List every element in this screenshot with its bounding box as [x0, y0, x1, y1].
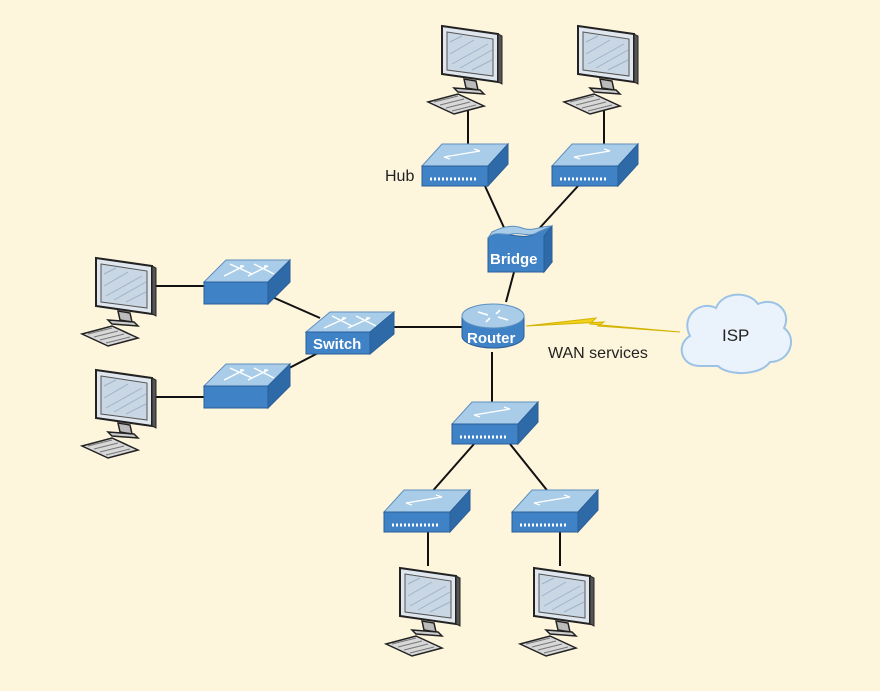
- hub-top-right[interactable]: [550, 142, 640, 188]
- isp-cloud[interactable]: ISP: [680, 293, 792, 374]
- link-switch-sw-top: [269, 295, 321, 319]
- router-icon: [461, 303, 525, 329]
- link-hub1-bridge: [484, 185, 507, 233]
- hub-bottom-right[interactable]: [510, 488, 600, 534]
- hub-label: Hub: [385, 168, 414, 185]
- link-bridge-router: [505, 271, 515, 303]
- hub-icon: [382, 488, 472, 534]
- network-links: [156, 110, 605, 566]
- switch-left-lower[interactable]: [203, 363, 291, 409]
- computer-bottom-right[interactable]: [519, 567, 595, 657]
- cloud-icon: [680, 293, 792, 374]
- switch-icon: [203, 259, 291, 305]
- wan-label: WAN services: [548, 345, 648, 362]
- link-hub2-bridge: [535, 185, 579, 233]
- computer-left-lower[interactable]: [81, 369, 157, 459]
- link-hub3-hub5: [509, 443, 551, 495]
- switch-icon: [203, 363, 291, 409]
- bridge-label: Bridge: [490, 251, 538, 268]
- switch-label: Switch: [313, 336, 361, 353]
- hub-icon: [450, 400, 540, 446]
- hub-icon: [420, 142, 510, 188]
- computer-left-upper[interactable]: [81, 257, 157, 347]
- router[interactable]: Router: [461, 303, 525, 349]
- computer-top-left[interactable]: [427, 25, 503, 115]
- switch-left-upper[interactable]: [203, 259, 291, 305]
- hub-bottom-left[interactable]: [382, 488, 472, 534]
- switch-main[interactable]: Switch: [304, 310, 396, 356]
- hub-icon: [510, 488, 600, 534]
- hub-icon: [550, 142, 640, 188]
- computer-bottom-left[interactable]: [385, 567, 461, 657]
- bridge[interactable]: Bridge: [487, 224, 554, 274]
- hub-bottom-center[interactable]: [450, 400, 540, 446]
- lightning-icon: [525, 317, 681, 333]
- router-label: Router: [467, 330, 515, 347]
- isp-label: ISP: [722, 326, 749, 345]
- hub-top-left[interactable]: [420, 142, 510, 188]
- link-hub3-hub4: [429, 443, 475, 495]
- computer-top-right[interactable]: [563, 25, 639, 115]
